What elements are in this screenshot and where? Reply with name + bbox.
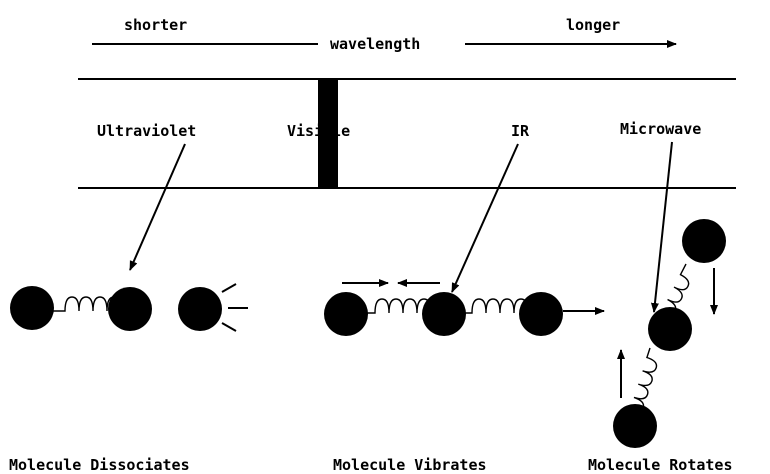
atom xyxy=(682,219,726,263)
vibrating-molecule xyxy=(324,279,605,336)
vibrates-caption: Molecule Vibrates xyxy=(333,456,487,474)
atom xyxy=(648,307,692,351)
atom xyxy=(108,287,152,331)
bond-spring xyxy=(367,298,432,314)
microwave-arrow xyxy=(650,141,673,313)
wavelength-label: wavelength xyxy=(330,35,420,53)
atom xyxy=(422,292,466,336)
longer-label: longer xyxy=(566,16,620,34)
ultraviolet-arrow xyxy=(129,143,186,271)
atom xyxy=(519,292,563,336)
ir-arrow xyxy=(451,143,519,293)
rotates-caption: Molecule Rotates xyxy=(588,456,733,474)
ultraviolet-label: Ultraviolet xyxy=(97,122,196,140)
dissociates-caption: Molecule Dissociates xyxy=(9,456,190,474)
shorter-label: shorter xyxy=(124,16,187,34)
atom xyxy=(178,287,222,331)
dissociation-mark xyxy=(221,283,237,293)
microwave-label: Microwave xyxy=(620,120,701,138)
visible-label: Visible xyxy=(287,122,350,140)
atom xyxy=(10,286,54,330)
atom xyxy=(324,292,368,336)
bond-spring xyxy=(464,298,529,314)
rotating-molecule xyxy=(613,219,726,448)
atom xyxy=(613,404,657,448)
visible-band xyxy=(318,79,338,188)
dissociation-mark xyxy=(221,322,237,332)
dissociating-molecule xyxy=(10,283,248,332)
ir-label: IR xyxy=(511,122,530,140)
